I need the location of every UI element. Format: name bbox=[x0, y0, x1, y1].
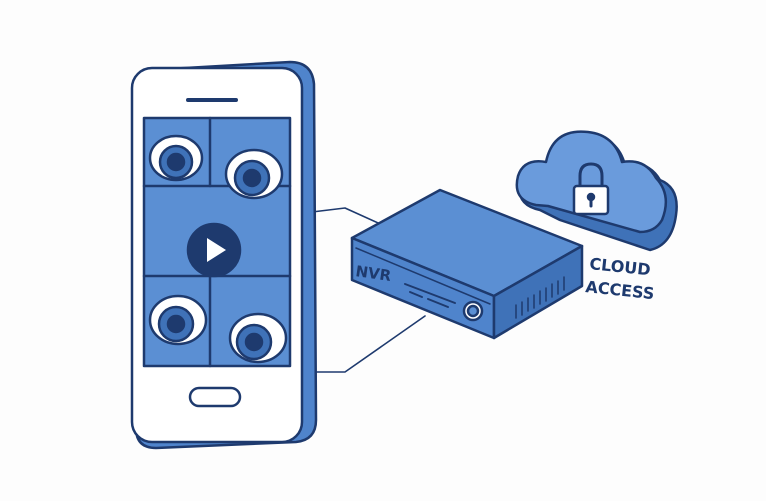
camera-icon bbox=[148, 134, 204, 182]
nvr-box-icon bbox=[350, 188, 584, 340]
play-icon[interactable] bbox=[186, 222, 242, 278]
connection-line-bottom bbox=[311, 315, 426, 373]
lock-icon bbox=[572, 162, 610, 216]
camera-icon bbox=[228, 312, 288, 364]
cloud-label-line2: ACCESS bbox=[585, 277, 656, 303]
nvr-label: NVR bbox=[354, 262, 392, 285]
camera-icon bbox=[148, 294, 208, 346]
camera-icon bbox=[224, 148, 284, 200]
home-button[interactable] bbox=[188, 386, 242, 408]
cloud-label-line1: CLOUD bbox=[589, 254, 652, 279]
